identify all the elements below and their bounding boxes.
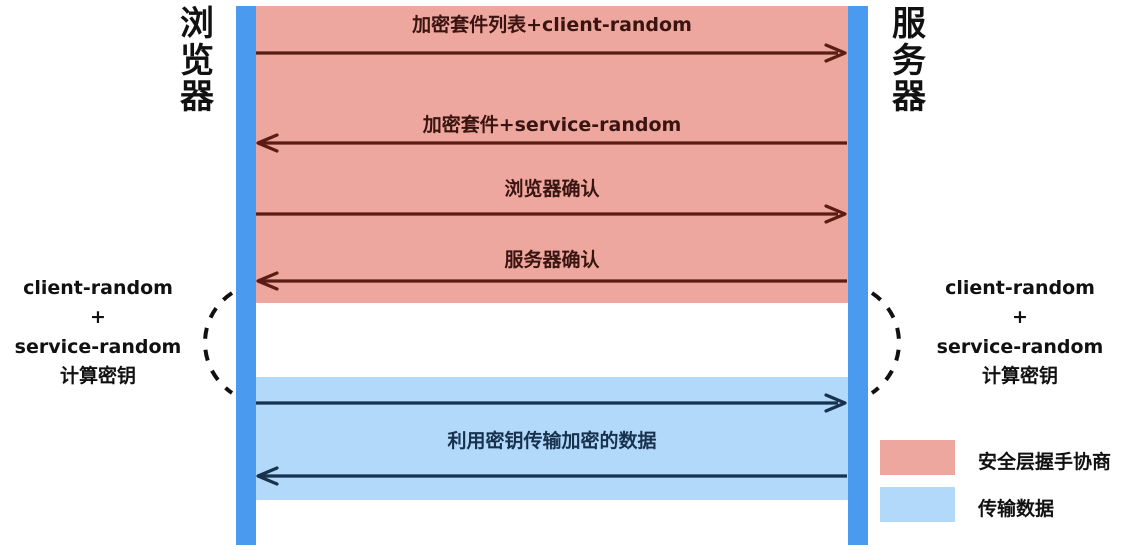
- message-label-4: 服务器确认: [504, 249, 600, 271]
- legend-label-handshake: 安全层握手协商: [978, 451, 1112, 473]
- legend-swatch-data: [880, 487, 955, 522]
- message-arrow-6: [256, 466, 847, 486]
- right-key-line-1: client-random: [945, 277, 1095, 299]
- legend-swatch-handshake: [880, 440, 955, 475]
- message-label-1: 加密套件列表+client-random: [412, 14, 692, 36]
- right-key-computation-block: client-random + service-random 计算密钥: [900, 274, 1140, 392]
- left-key-line-4: 计算密钥: [59, 365, 136, 388]
- message-arrow-5: [256, 393, 847, 413]
- message-arrow-4: [256, 271, 847, 291]
- handshake-phase-band: [255, 6, 849, 303]
- right-key-bracket-icon: [870, 291, 901, 395]
- server-actor-label: 服务器: [892, 4, 926, 118]
- message-arrow-2: [256, 133, 847, 153]
- left-key-line-3: service-random: [14, 335, 182, 358]
- right-key-line-2: +: [1012, 306, 1028, 329]
- message-arrow-1: [256, 43, 847, 63]
- left-key-line-2: +: [90, 306, 106, 329]
- message-label-3: 浏览器确认: [504, 178, 600, 200]
- message-label-2: 加密套件+service-random: [422, 114, 682, 136]
- message-arrow-3: [256, 204, 847, 224]
- data-transfer-phase-band: [255, 377, 849, 500]
- right-key-line-3: service-random: [936, 335, 1104, 358]
- message-label-5: 利用密钥传输加密的数据: [447, 430, 657, 452]
- legend-label-data: 传输数据: [978, 498, 1055, 520]
- left-key-computation-block: client-random + service-random 计算密钥: [0, 274, 196, 392]
- left-key-line-1: client-random: [23, 277, 173, 299]
- browser-lifeline: [236, 6, 256, 545]
- right-key-line-4: 计算密钥: [981, 365, 1058, 388]
- server-lifeline: [848, 6, 868, 545]
- browser-actor-label: 浏览器: [180, 4, 214, 118]
- left-key-bracket-icon: [203, 291, 234, 395]
